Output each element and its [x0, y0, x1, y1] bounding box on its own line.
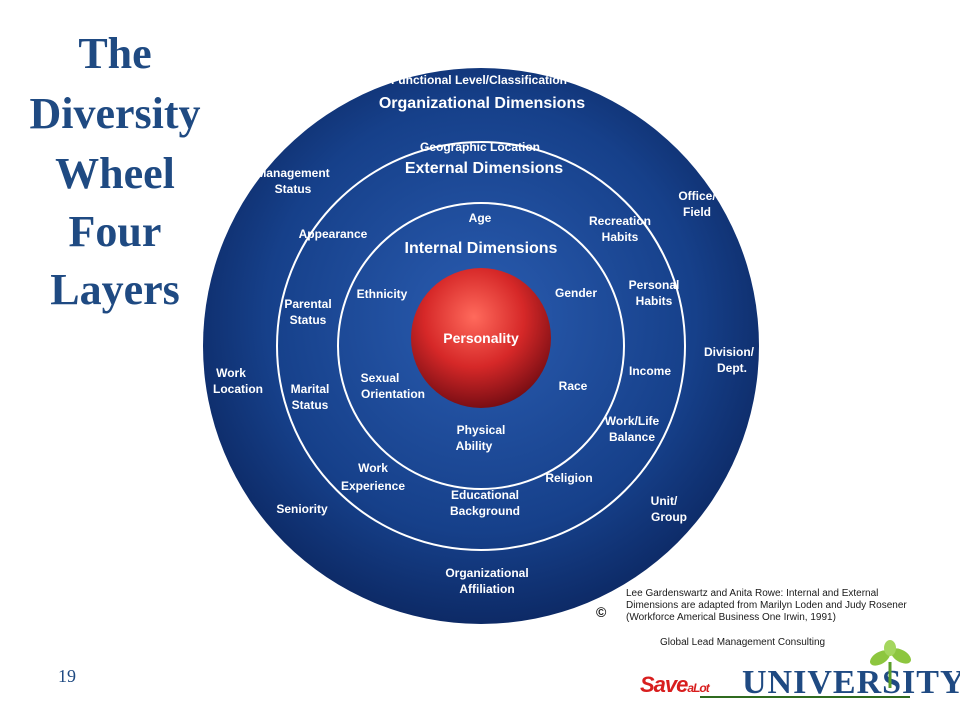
personality-label: Personality	[443, 330, 519, 346]
personal-habits-label-2: Habits	[636, 294, 673, 308]
division-dept-label-2: Dept.	[717, 361, 747, 375]
geographic-location-label: Geographic Location	[420, 140, 540, 154]
income-label: Income	[629, 364, 671, 378]
title-line-1: The	[78, 29, 152, 78]
functional-level-label: Functional Level/Classification	[391, 73, 567, 87]
physical-ability-label-2: Ability	[456, 439, 493, 453]
title-line-3: Wheel	[55, 149, 175, 198]
consulting-credit: Global Lead Management Consulting	[660, 637, 826, 648]
internal-dimensions-heading: Internal Dimensions	[405, 240, 558, 257]
sprout-icon	[870, 640, 911, 688]
religion-label: Religion	[545, 471, 592, 485]
save-a-lot-logo: SaveaLot	[640, 672, 710, 698]
work-experience-label-1: Work	[358, 461, 388, 475]
work-location-label-2: Location	[213, 382, 263, 396]
unit-group-label-1: Unit/	[651, 494, 678, 508]
copyright-symbol: ©	[596, 604, 607, 620]
office-field-label-1: Office/	[678, 189, 716, 203]
organizational-affiliation-label-2: Affiliation	[459, 582, 514, 596]
age-label: Age	[469, 211, 492, 225]
personal-habits-label-1: Personal	[629, 278, 680, 292]
work-life-balance-label-1: Work/Life	[605, 414, 660, 428]
marital-status-label-1: Marital	[291, 382, 330, 396]
work-life-balance-label-2: Balance	[609, 430, 655, 444]
personality-core	[411, 268, 551, 408]
title-line-4: Four	[68, 207, 162, 256]
title-line-2: Diversity	[29, 89, 201, 138]
educational-background-label-2: Background	[450, 504, 520, 518]
page-number: 19	[58, 666, 76, 686]
ethnicity-label: Ethnicity	[357, 287, 408, 301]
external-dimensions-heading: External Dimensions	[405, 160, 563, 177]
credit-line-1: Lee Gardenswartz and Anita Rowe: Interna…	[626, 588, 879, 599]
work-experience-label-2: Experience	[341, 479, 405, 493]
credit-line-2: Dimensions are adapted from Marilyn Lode…	[626, 600, 907, 611]
recreation-habits-label-2: Habits	[602, 230, 639, 244]
external-ring-border	[276, 141, 686, 551]
sexual-orientation-label-2: Orientation	[361, 387, 425, 401]
credit-line-3: (Workforce Americal Business One Irwin, …	[626, 612, 836, 623]
source-credit: Lee Gardenswartz and Anita Rowe: Interna…	[626, 588, 946, 624]
internal-ring-border	[337, 202, 625, 490]
organizational-affiliation-label-1: Organizational	[445, 566, 528, 580]
race-label: Race	[559, 379, 588, 393]
sexual-orientation-label-1: Sexual	[361, 371, 400, 385]
unit-group-label-2: Group	[651, 510, 687, 524]
marital-status-label-2: Status	[292, 398, 329, 412]
save-a-lot-logo-text: Save	[640, 672, 688, 697]
parental-status-label-2: Status	[290, 313, 327, 327]
educational-background-label-1: Educational	[451, 488, 519, 502]
organizational-dimensions-heading: Organizational Dimensions	[379, 95, 585, 112]
office-field-label-2: Field	[683, 205, 711, 219]
seniority-label: Seniority	[276, 502, 328, 516]
appearance-label: Appearance	[299, 227, 368, 241]
management-status-label-2: Status	[275, 182, 312, 196]
physical-ability-label-1: Physical	[457, 423, 506, 437]
management-status-label-1: Management	[256, 166, 329, 180]
recreation-habits-label-1: Recreation	[589, 214, 651, 228]
title-line-5: Layers	[50, 265, 180, 314]
save-a-lot-logo-subtext: aLot	[687, 681, 709, 695]
logo-underline	[700, 696, 910, 698]
work-location-label-1: Work	[216, 366, 246, 380]
university-logo: UNIVERSITY	[742, 664, 960, 701]
gender-label: Gender	[555, 286, 597, 300]
division-dept-label-1: Division/	[704, 345, 755, 359]
parental-status-label-1: Parental	[284, 297, 331, 311]
